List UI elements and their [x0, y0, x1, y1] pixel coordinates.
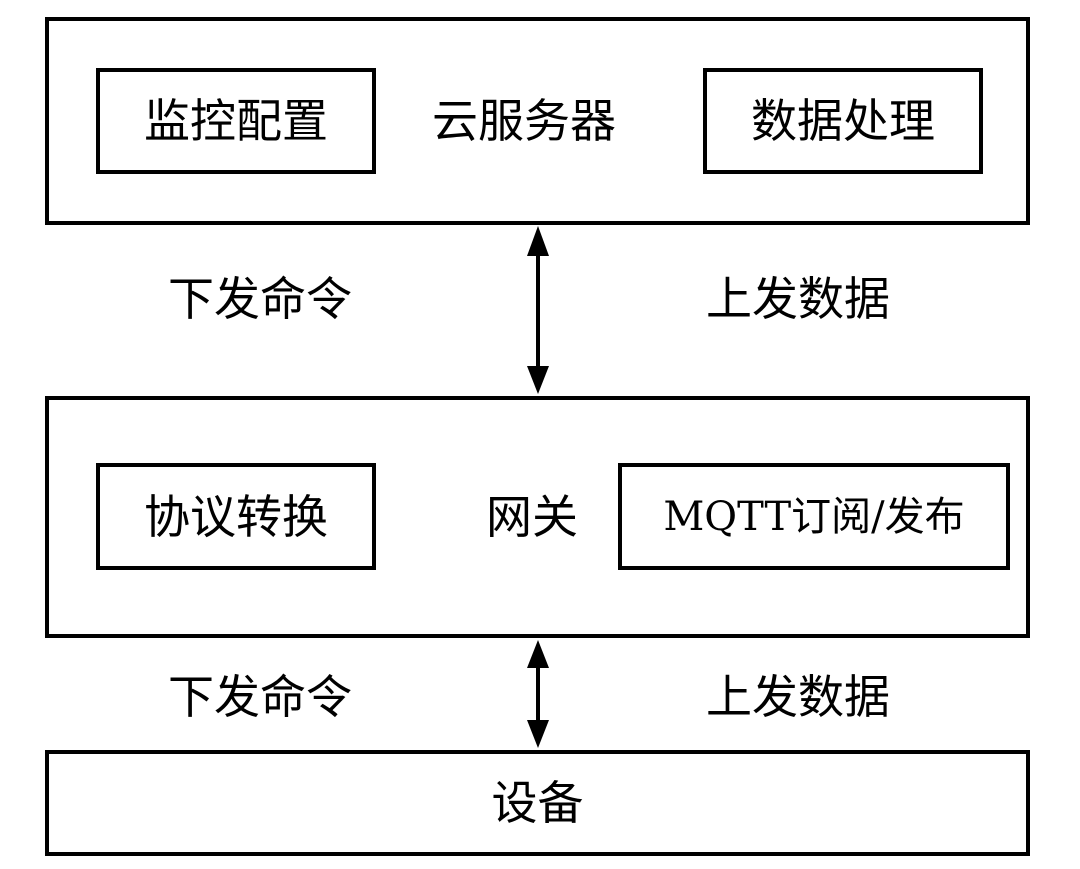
protocol-conversion-label: 协议转换: [144, 489, 328, 544]
data-processing-box: 数据处理: [703, 68, 983, 174]
mqtt-pubsub-box: MQTT订阅/发布: [618, 463, 1010, 570]
lower-send-command-label: 下发命令: [168, 670, 352, 724]
device-label: 设备: [491, 776, 584, 830]
cloud-server-title: 云服务器: [432, 94, 616, 148]
monitoring-config-box: 监控配置: [96, 68, 376, 174]
lower-bidirectional-arrow: [527, 640, 549, 748]
upper-bidirectional-arrow: [527, 226, 549, 394]
device-box: 设备: [45, 750, 1030, 856]
data-processing-label: 数据处理: [751, 94, 935, 148]
mqtt-pubsub-label: MQTT订阅/发布: [663, 493, 965, 540]
upper-upload-data-label: 上发数据: [706, 272, 890, 326]
monitoring-config-label: 监控配置: [144, 94, 328, 148]
lower-upload-data-label: 上发数据: [706, 670, 890, 724]
gateway-title: 网关: [486, 490, 578, 544]
upper-send-command-label: 下发命令: [168, 272, 352, 326]
protocol-conversion-box: 协议转换: [96, 463, 376, 570]
